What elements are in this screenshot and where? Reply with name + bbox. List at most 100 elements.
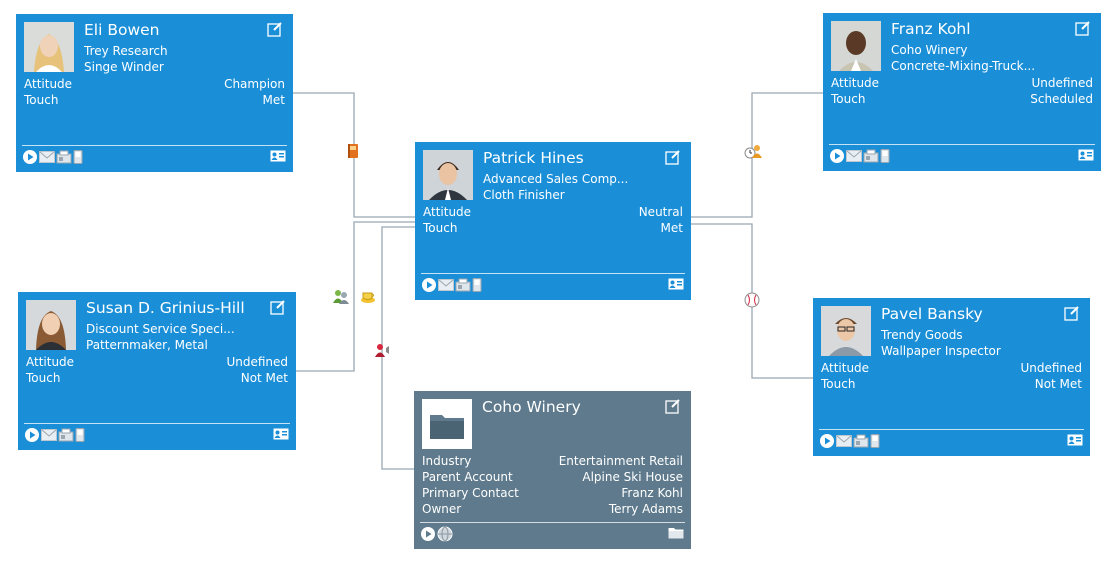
edit-icon[interactable] bbox=[665, 398, 681, 414]
field-label: Touch bbox=[26, 371, 61, 385]
field-label: Touch bbox=[831, 92, 866, 106]
contact-card-icon[interactable] bbox=[668, 278, 684, 293]
field-value: Champion bbox=[224, 77, 285, 91]
contact-card-icon[interactable] bbox=[1078, 149, 1094, 164]
field-label: Attitude bbox=[26, 355, 75, 369]
play-icon[interactable] bbox=[819, 433, 835, 452]
field-label: Industry bbox=[422, 454, 472, 468]
field-label: Primary Contact bbox=[422, 486, 519, 500]
contact-name[interactable]: Franz Kohl bbox=[891, 20, 971, 38]
divider bbox=[819, 429, 1084, 430]
field-label: Owner bbox=[422, 502, 462, 516]
book-relationship-icon[interactable] bbox=[345, 143, 361, 159]
avatar bbox=[26, 300, 76, 350]
field-value: Undefined bbox=[226, 355, 288, 369]
email-icon[interactable] bbox=[836, 434, 852, 450]
fax-icon[interactable] bbox=[56, 150, 72, 167]
contact-card-icon[interactable] bbox=[270, 150, 286, 165]
play-icon[interactable] bbox=[420, 526, 436, 545]
field-value: Undefined bbox=[1020, 361, 1082, 375]
contact-name[interactable]: Patrick Hines bbox=[483, 149, 584, 167]
email-icon[interactable] bbox=[846, 149, 862, 165]
contact-job-title: Singe Winder bbox=[84, 60, 164, 74]
contact-name[interactable]: Susan D. Grinius-Hill bbox=[86, 299, 245, 317]
account-folder-avatar bbox=[422, 399, 472, 449]
play-icon[interactable] bbox=[829, 148, 845, 167]
person-speaker-relationship-icon[interactable] bbox=[374, 342, 390, 358]
edit-icon[interactable] bbox=[267, 21, 283, 37]
avatar bbox=[831, 21, 881, 71]
contact-job-title: Patternmaker, Metal bbox=[86, 338, 208, 352]
field-row: Attitude Undefined bbox=[821, 360, 1082, 376]
field-label: Attitude bbox=[24, 77, 73, 91]
folder-icon[interactable] bbox=[668, 527, 684, 542]
field-row: Touch Met bbox=[423, 220, 683, 236]
avatar bbox=[24, 22, 74, 72]
field-label: Attitude bbox=[423, 205, 472, 219]
divider bbox=[421, 273, 685, 274]
contact-card-eli-bowen[interactable]: Eli Bowen Trey Research Singe Winder Att… bbox=[16, 14, 293, 172]
contact-company: Coho Winery bbox=[891, 43, 968, 57]
contact-card-susan-grinius-hill[interactable]: Susan D. Grinius-Hill Discount Service S… bbox=[18, 292, 296, 450]
account-card-coho-winery[interactable]: Coho Winery Industry Entertainment Retail… bbox=[414, 391, 691, 549]
field-label: Touch bbox=[24, 93, 59, 107]
field-row: Industry Entertainment Retail bbox=[422, 453, 683, 469]
field-value: Met bbox=[660, 221, 683, 235]
play-icon[interactable] bbox=[22, 149, 38, 168]
field-value: Scheduled bbox=[1030, 92, 1093, 106]
globe-icon[interactable] bbox=[437, 526, 453, 545]
mobile-phone-icon[interactable] bbox=[472, 277, 482, 295]
fax-icon[interactable] bbox=[853, 434, 869, 451]
card-toolbar bbox=[819, 433, 880, 452]
field-value: Undefined bbox=[1031, 76, 1093, 90]
field-value: Neutral bbox=[638, 205, 683, 219]
contact-card-franz-kohl[interactable]: Franz Kohl Coho Winery Concrete-Mixing-T… bbox=[823, 13, 1101, 171]
email-icon[interactable] bbox=[41, 428, 57, 444]
field-label: Touch bbox=[423, 221, 458, 235]
mobile-phone-icon[interactable] bbox=[73, 149, 83, 167]
card-toolbar bbox=[829, 148, 890, 167]
edit-icon[interactable] bbox=[665, 149, 681, 165]
field-value: Not Met bbox=[240, 371, 288, 385]
contact-card-pavel-bansky[interactable]: Pavel Bansky Trendy Goods Wallpaper Insp… bbox=[813, 298, 1090, 456]
account-fields: Industry Entertainment Retail Parent Acco… bbox=[422, 453, 683, 517]
field-row: Attitude Undefined bbox=[831, 75, 1093, 91]
baseball-relationship-icon[interactable] bbox=[744, 292, 760, 308]
contact-company: Discount Service Speci... bbox=[86, 322, 235, 336]
edit-icon[interactable] bbox=[1075, 20, 1091, 36]
email-icon[interactable] bbox=[39, 150, 55, 166]
contact-card-icon[interactable] bbox=[273, 428, 289, 443]
play-icon[interactable] bbox=[421, 277, 437, 296]
contact-name[interactable]: Eli Bowen bbox=[84, 21, 160, 39]
mobile-phone-icon[interactable] bbox=[75, 427, 85, 445]
email-icon[interactable] bbox=[438, 278, 454, 294]
mobile-phone-icon[interactable] bbox=[870, 433, 880, 451]
contact-card-icon[interactable] bbox=[1067, 434, 1083, 449]
account-name[interactable]: Coho Winery bbox=[482, 398, 581, 416]
field-row: Touch Scheduled bbox=[831, 91, 1093, 107]
contact-company: Trendy Goods bbox=[881, 328, 963, 342]
edit-icon[interactable] bbox=[270, 299, 286, 315]
field-value: Alpine Ski House bbox=[582, 470, 683, 484]
play-icon[interactable] bbox=[24, 427, 40, 446]
fax-icon[interactable] bbox=[58, 428, 74, 445]
people-relationship-icon[interactable] bbox=[332, 288, 349, 304]
coffee-relationship-icon[interactable] bbox=[360, 288, 376, 304]
field-label: Attitude bbox=[821, 361, 870, 375]
avatar bbox=[423, 150, 473, 200]
field-value: Terry Adams bbox=[608, 502, 683, 516]
fax-icon[interactable] bbox=[863, 149, 879, 166]
field-value: Entertainment Retail bbox=[558, 454, 683, 468]
contact-job-title: Concrete-Mixing-Truck... bbox=[891, 59, 1036, 73]
field-label: Attitude bbox=[831, 76, 880, 90]
contact-name[interactable]: Pavel Bansky bbox=[881, 305, 983, 323]
field-row: Owner Terry Adams bbox=[422, 501, 683, 517]
mobile-phone-icon[interactable] bbox=[880, 148, 890, 166]
edit-icon[interactable] bbox=[1064, 305, 1080, 321]
fax-icon[interactable] bbox=[455, 278, 471, 295]
contact-card-patrick-hines[interactable]: Patrick Hines Advanced Sales Comp... Clo… bbox=[415, 142, 691, 300]
person-clock-relationship-icon[interactable] bbox=[744, 143, 762, 159]
